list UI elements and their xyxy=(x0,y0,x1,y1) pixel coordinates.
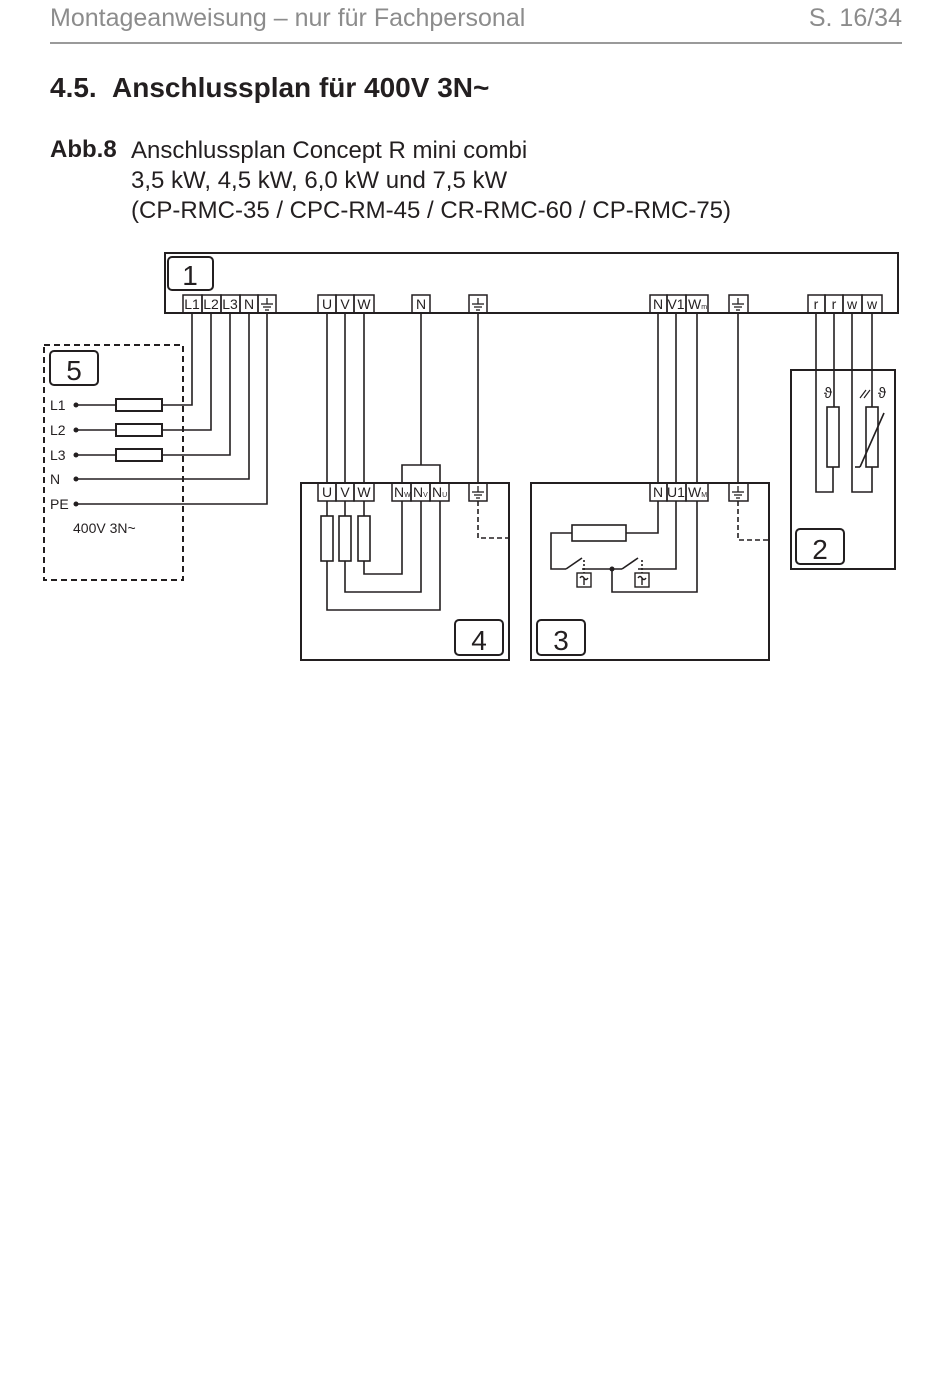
section-number: 4.5. xyxy=(50,72,97,103)
main-terminal-v: V xyxy=(340,296,350,312)
section-title: Anschlussplan für 400V 3N~ xyxy=(112,72,490,103)
figure-label: Abb.8 xyxy=(50,136,117,163)
sensor-number-frame xyxy=(795,528,845,565)
sensor-box xyxy=(790,369,896,570)
junction-dot xyxy=(609,566,615,572)
heater-terminal-nv: NV xyxy=(413,484,428,500)
main-terminal-switch-n: N xyxy=(653,296,663,312)
thermostat-icon xyxy=(576,572,650,588)
heater-element-returns xyxy=(326,501,441,611)
supply-box xyxy=(43,344,184,581)
main-terminal-u: U xyxy=(322,296,332,312)
main-terminal-l1: L1 xyxy=(184,296,200,312)
supply-label-pe: PE xyxy=(50,496,69,512)
switch-wires xyxy=(550,313,769,593)
heater-number-frame xyxy=(454,619,504,656)
sensor-symbol-right: ϑ xyxy=(878,385,887,402)
supply-label-l3: L3 xyxy=(50,447,66,463)
main-terminal-l2: L2 xyxy=(203,296,219,312)
heater-terminal-nu: NU xyxy=(432,484,447,500)
main-terminal-switch-w: Wm xyxy=(688,296,707,312)
header-title: Montageanweisung – nur für Fachpersonal xyxy=(50,4,526,32)
main-terminal-sensor-r2: r xyxy=(832,296,837,312)
supply-label-n: N xyxy=(50,471,60,487)
header-divider xyxy=(50,42,902,44)
fuse-icon xyxy=(115,398,163,462)
main-terminal-strip xyxy=(182,294,883,314)
heater-terminal-v: V xyxy=(340,484,350,500)
switch-terminal-n: N xyxy=(653,484,663,500)
sensor-number: 2 xyxy=(812,534,828,565)
section-heading: 4.5. Anschlussplan für 400V 3N~ xyxy=(50,72,489,104)
main-terminal-sensor-r1: r xyxy=(814,296,819,312)
main-terminal-sensor-w1: w xyxy=(846,296,858,312)
sensor-symbol-left: ϑ xyxy=(824,385,833,402)
main-unit-number-frame xyxy=(167,256,214,291)
ground-icon xyxy=(732,486,744,499)
switch-terminal-u1: U1 xyxy=(667,484,685,500)
switch-terminal-w: WM xyxy=(688,484,707,500)
main-terminal-neutral: N xyxy=(416,296,426,312)
main-terminal-n: N xyxy=(244,296,254,312)
supply-label-l2: L2 xyxy=(50,422,66,438)
wiring-diagram: 1 L1 L2 L3 N U V xyxy=(43,252,899,661)
supply-number: 5 xyxy=(66,355,82,386)
main-terminal-switch-v1: V1 xyxy=(667,296,684,312)
ground-icon xyxy=(732,298,744,311)
main-unit-number: 1 xyxy=(182,260,198,291)
supply-wires xyxy=(76,313,268,505)
ground-icon xyxy=(261,298,273,311)
ground-icon xyxy=(472,298,484,311)
heater-terminal-nw: NW xyxy=(394,484,411,500)
switch-number: 3 xyxy=(553,625,569,656)
caption-line-2: 3,5 kW, 4,5 kW, 6,0 kW und 7,5 kW xyxy=(131,167,508,194)
main-terminal-sensor-w2: w xyxy=(866,296,878,312)
caption-line-1: Anschlussplan Concept R mini combi xyxy=(131,137,528,164)
caption-line-3: (CP-RMC-35 / CPC-RM-45 / CR-RMC-60 / CP-… xyxy=(131,197,732,224)
switch-resistor-icon xyxy=(571,524,627,542)
main-terminal-w: W xyxy=(357,296,371,312)
sensor-wires xyxy=(815,313,873,493)
main-unit-box xyxy=(164,252,899,314)
heater-terminal-w: W xyxy=(357,484,371,500)
supply-voltage-label: 400V 3N~ xyxy=(73,520,136,536)
temperature-sensor-icon xyxy=(826,389,885,468)
figure-caption: Anschlussplan Concept R mini combi 3,5 k… xyxy=(131,136,731,226)
heater-wires xyxy=(326,313,509,539)
supply-number-frame xyxy=(49,350,99,386)
ground-icon xyxy=(472,486,484,499)
heating-element-icon xyxy=(320,515,371,562)
heater-terminal-u: U xyxy=(322,484,332,500)
supply-label-l1: L1 xyxy=(50,397,66,413)
switch-number-frame xyxy=(536,619,586,656)
heater-number: 4 xyxy=(471,625,487,656)
main-terminal-l3: L3 xyxy=(222,296,238,312)
page-number: S. 16/34 xyxy=(808,4,902,32)
